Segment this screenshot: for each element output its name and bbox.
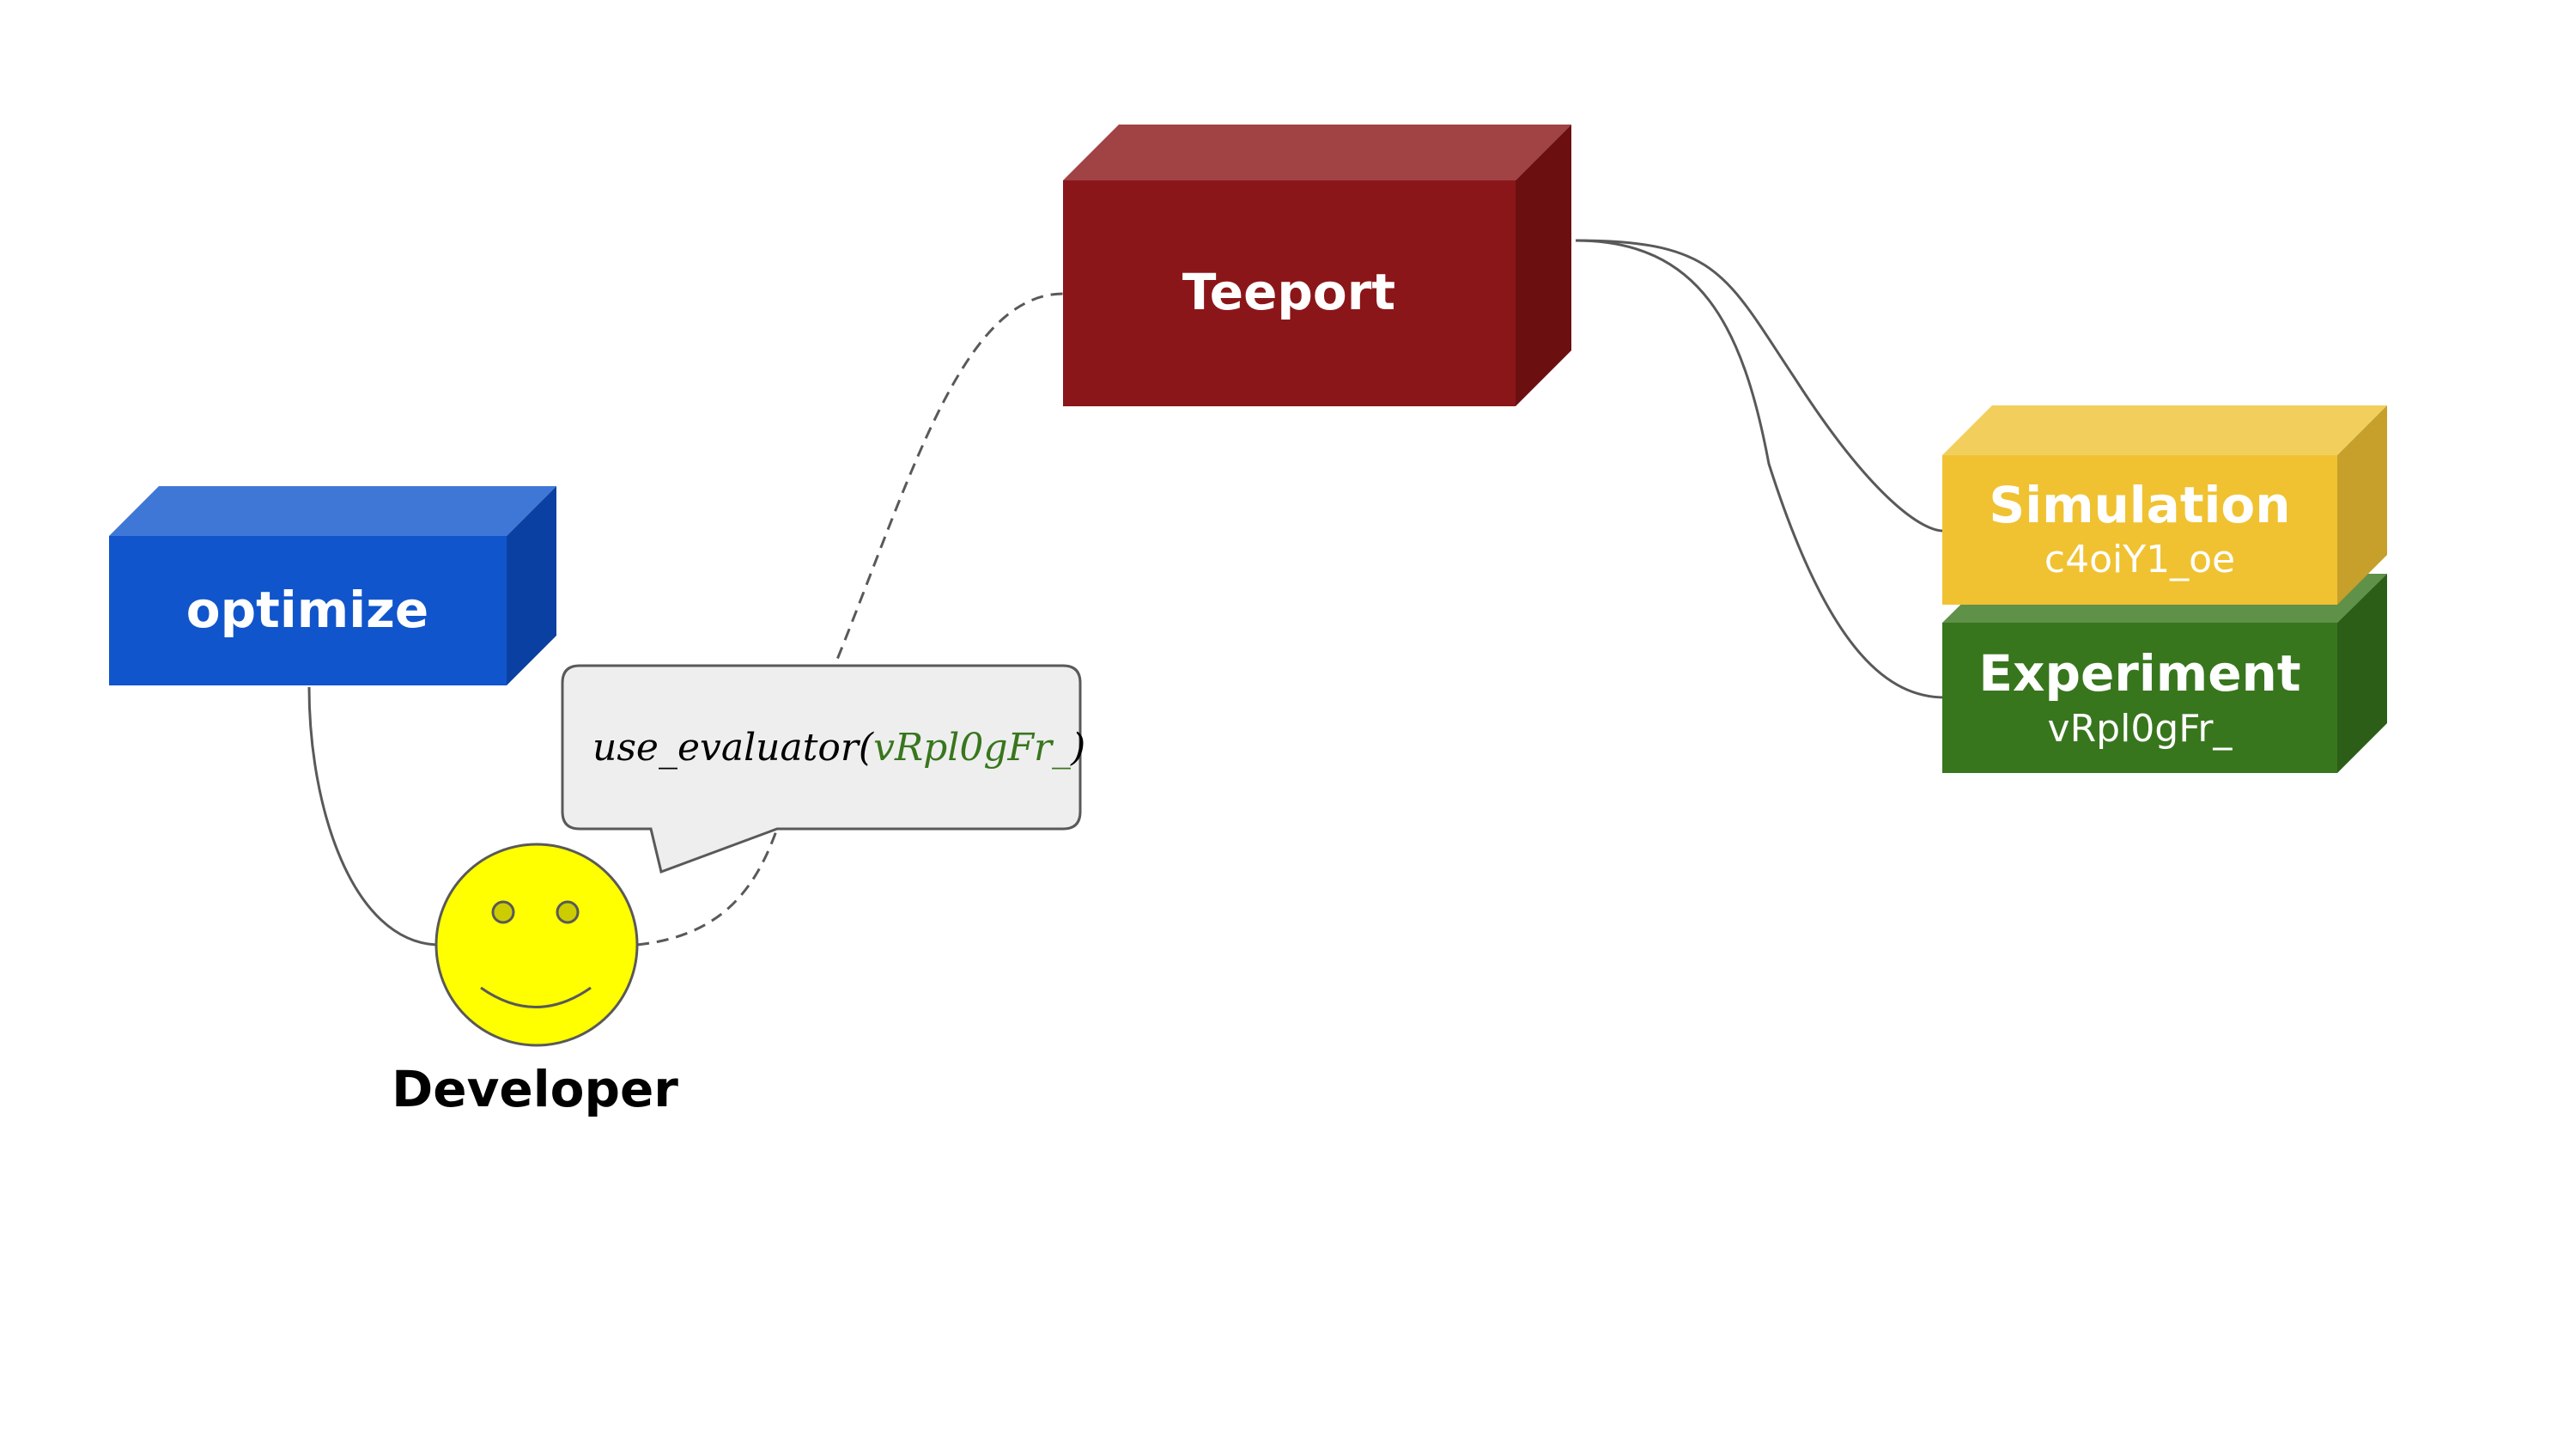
developer[interactable]: Developer bbox=[392, 843, 678, 1118]
smiley-right-eye bbox=[556, 900, 580, 924]
experiment-label: Experiment bbox=[1978, 644, 2300, 703]
smiley-left-eye bbox=[491, 900, 515, 924]
optimize-box-top bbox=[109, 486, 556, 536]
experiment-box-side bbox=[2337, 574, 2387, 773]
speech-bubble-shape bbox=[561, 664, 1082, 874]
code-call-arg: vRpl0gFr_ bbox=[873, 726, 1071, 770]
speech-bubble-code: use_evaluator(vRpl0gFr_) bbox=[592, 726, 1085, 770]
connector-teeport-experiment bbox=[1575, 239, 1946, 699]
simulation-box-front bbox=[1942, 455, 2337, 605]
smiley-face-icon bbox=[434, 843, 639, 1047]
teeport-box-top bbox=[1063, 125, 1571, 180]
simulation-box-top bbox=[1942, 405, 2387, 455]
teeport-box-side bbox=[1516, 125, 1571, 406]
experiment-id: vRpl0gFr_ bbox=[2048, 707, 2233, 751]
optimize-box-side bbox=[507, 486, 556, 685]
optimize-label: optimize bbox=[186, 581, 428, 639]
optimize-box[interactable]: optimize bbox=[109, 486, 556, 685]
code-call-prefix: use_evaluator( bbox=[592, 726, 874, 770]
speech-bubble: use_evaluator(vRpl0gFr_) bbox=[561, 664, 1085, 874]
smiley-mouth bbox=[480, 986, 592, 1008]
smiley-face bbox=[434, 843, 639, 1047]
simulation-id: c4oiY1_oe bbox=[2044, 538, 2235, 581]
code-call-suffix: ) bbox=[1070, 726, 1085, 770]
teeport-box[interactable]: Teeport bbox=[1063, 125, 1571, 406]
developer-label: Developer bbox=[392, 1060, 678, 1118]
teeport-box-front bbox=[1063, 180, 1516, 406]
simulation-label: Simulation bbox=[1989, 476, 2290, 534]
connector-teeport-simulation bbox=[1575, 239, 1946, 533]
simulation-box-side bbox=[2337, 405, 2387, 605]
teeport-label: Teeport bbox=[1182, 263, 1395, 321]
simulation-box[interactable]: Simulation c4oiY1_oe bbox=[1942, 405, 2387, 605]
optimize-box-front bbox=[109, 536, 507, 685]
experiment-box-front bbox=[1942, 623, 2337, 773]
connector-optimize-developer bbox=[307, 686, 437, 947]
